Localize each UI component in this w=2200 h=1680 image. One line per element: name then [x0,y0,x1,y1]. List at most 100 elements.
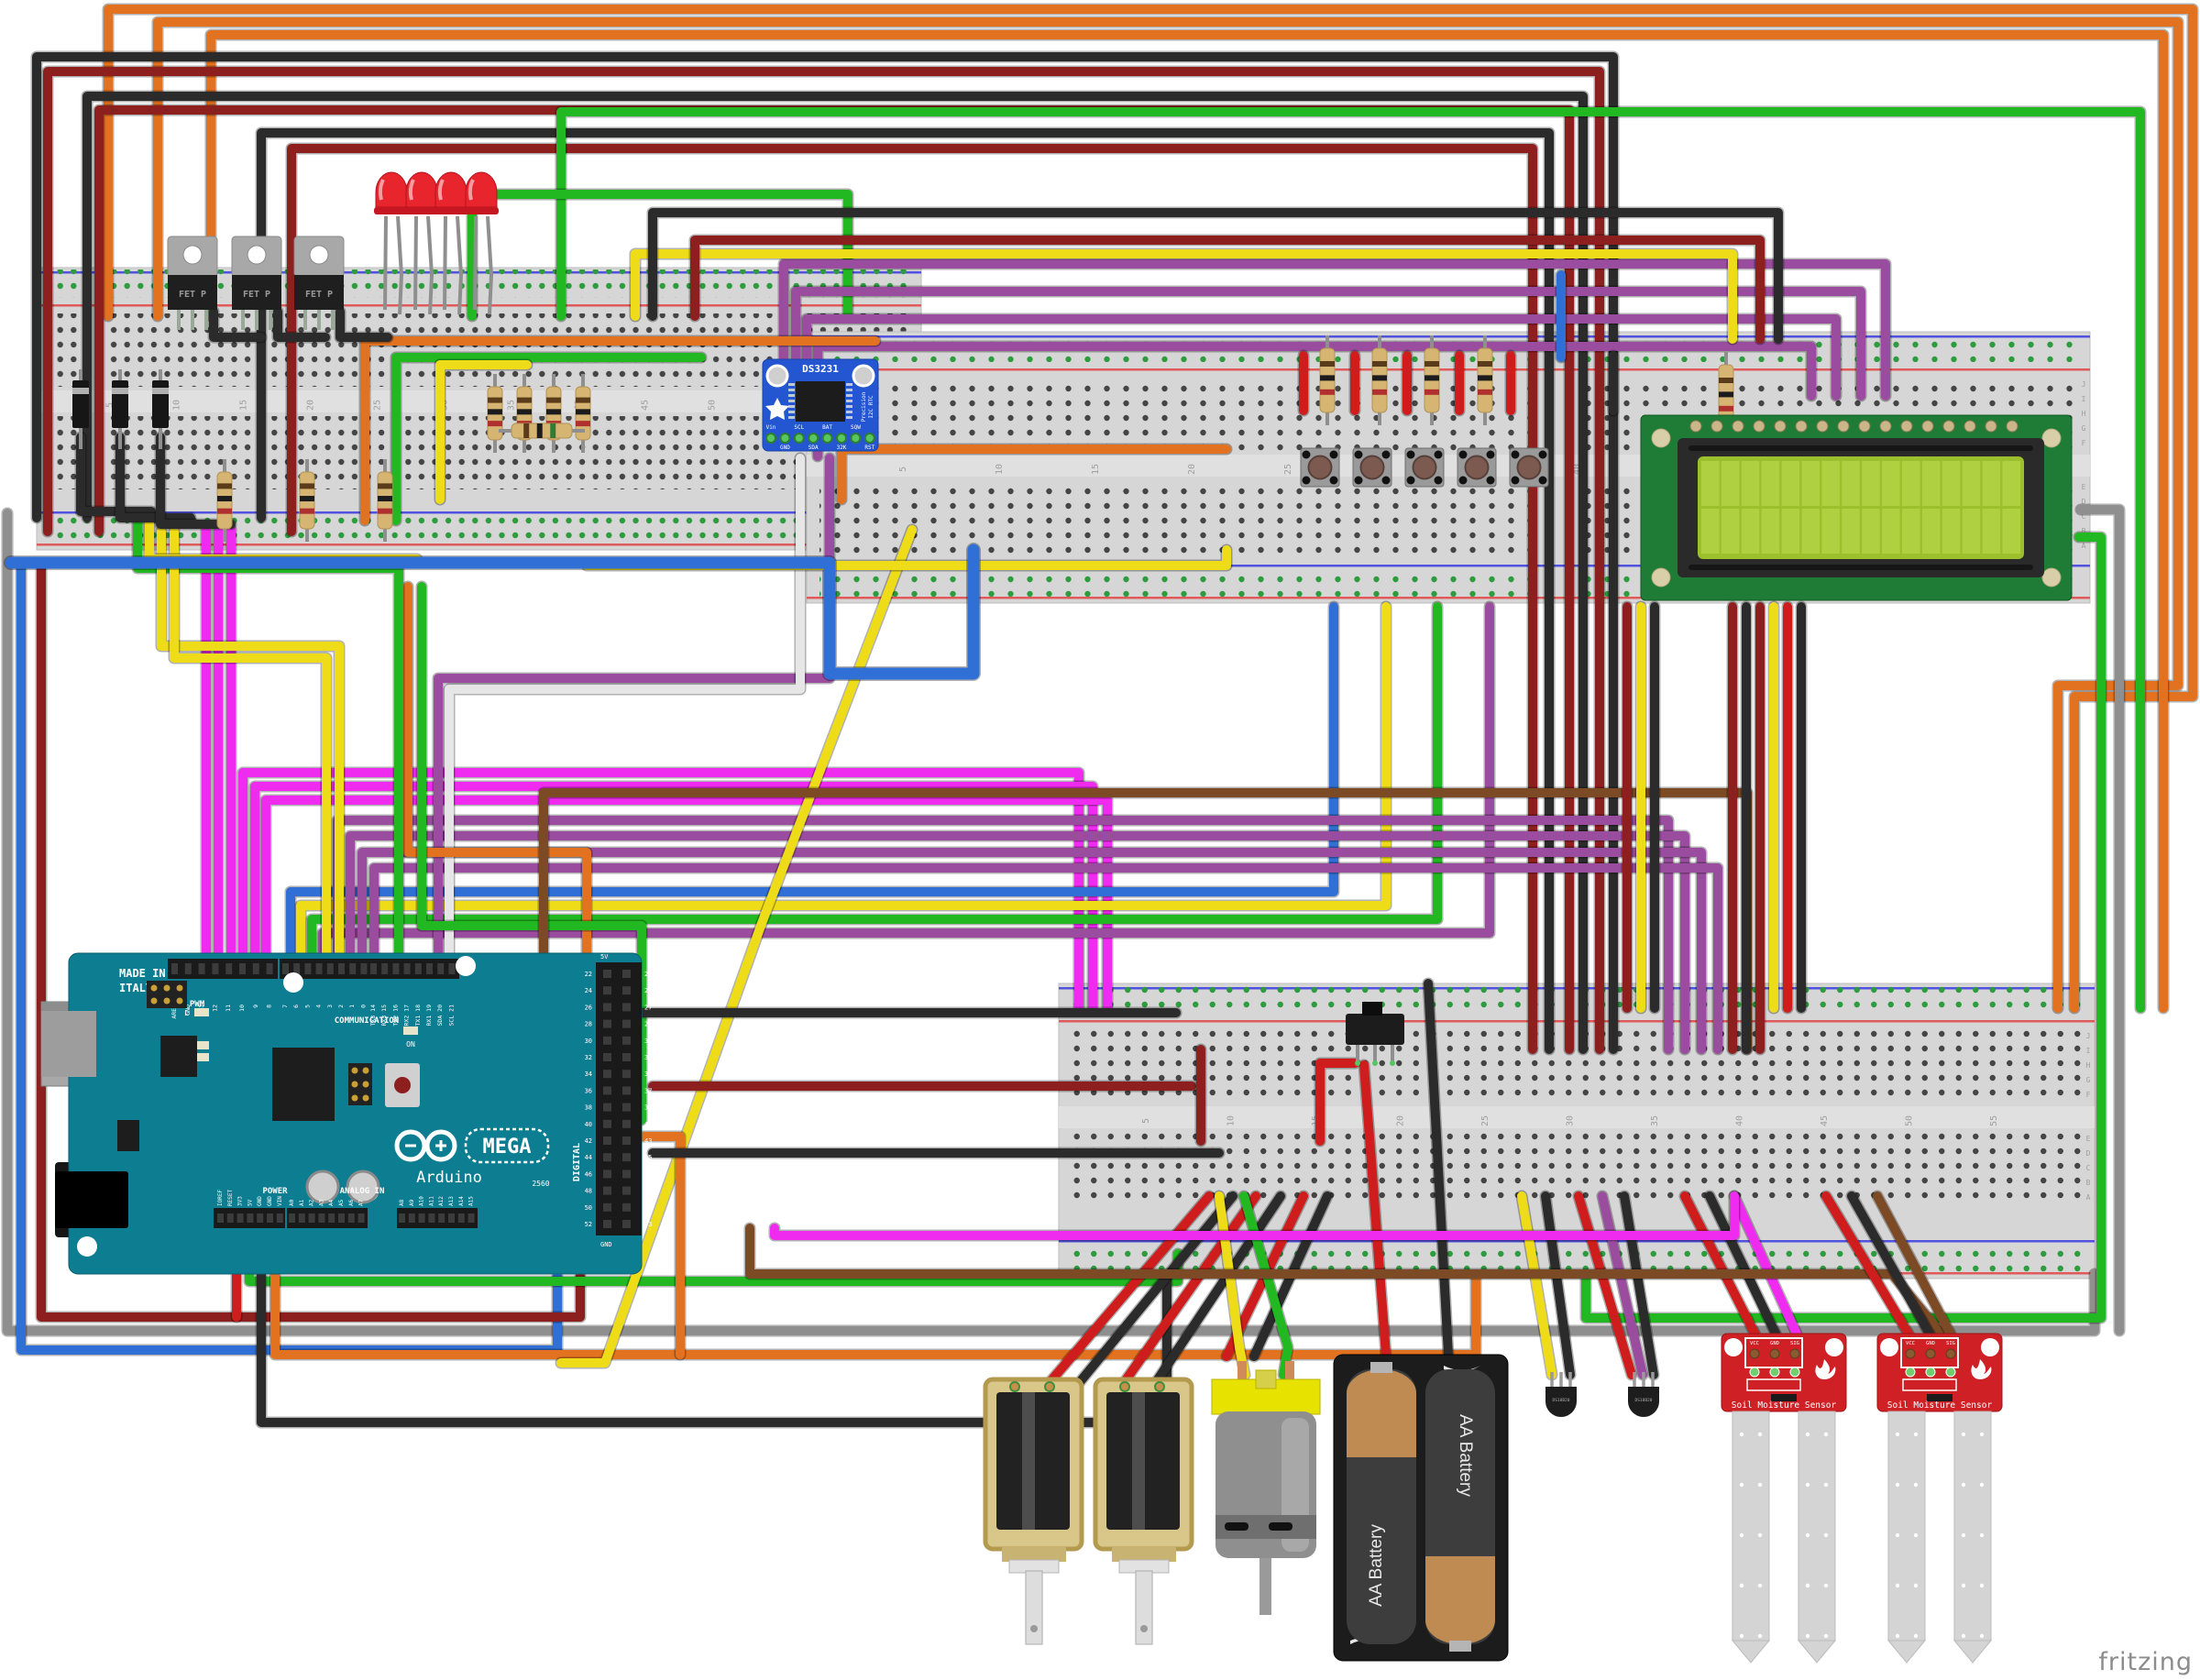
resistor-4[interactable] [487,374,503,453]
motor-1[interactable] [983,1377,1084,1645]
svg-text:GND: GND [257,1196,263,1206]
mosfet-2[interactable]: FET P [231,236,282,330]
temp-sensor-1[interactable]: DS18B20 [1546,1372,1577,1417]
diode-3[interactable] [152,369,169,449]
wire-yellow-27[interactable] [294,600,1392,967]
dc-motor[interactable] [1211,1361,1321,1615]
pushbutton-3[interactable] [1404,447,1445,488]
pushbutton-5[interactable] [1509,447,1549,488]
wire-purple-32[interactable] [356,846,1708,1056]
resistor-3[interactable] [377,459,393,542]
resistor-12[interactable] [1477,335,1493,425]
wire-purple-31[interactable] [344,829,1691,1056]
wire-yellow-73[interactable] [1515,1190,1558,1381]
slide-switch[interactable] [1346,1002,1404,1066]
motor-2[interactable] [1093,1377,1194,1645]
wire-green-17[interactable] [1579,531,2107,1324]
wire-orange-2[interactable] [204,28,2170,1015]
resistor-8[interactable] [499,423,585,439]
wire-black-64[interactable] [1064,1190,1239,1400]
wire-darkred-41[interactable] [688,234,1766,346]
wire-gray-9[interactable] [1,507,2101,1337]
wire-yellow-90[interactable] [434,358,534,506]
wire-blue-26[interactable] [284,600,1340,967]
pushbutton-1[interactable] [1300,447,1340,488]
wire-black-3[interactable] [30,50,1620,1056]
wire-black-14[interactable] [255,1222,1173,1429]
wire-darkred-4[interactable] [41,65,1606,1056]
wire-brown-85[interactable] [1871,1190,1970,1365]
svg-text:5: 5 [303,1005,311,1008]
wire-red-86[interactable] [1314,1057,1361,1147]
wire-magenta-81[interactable] [768,1190,1741,1242]
wire-green-70[interactable] [1238,1190,1294,1381]
svg-text:I: I [2082,395,2086,403]
wire-gray-18[interactable] [2074,503,2126,1337]
wire-black-7[interactable] [255,126,1556,1056]
wire-orange-13[interactable] [269,1222,1482,1361]
pushbutton-4[interactable] [1457,447,1497,488]
temp-sensor-2[interactable]: DS18B20 [1628,1372,1659,1417]
wire-brown-82[interactable] [743,1222,1968,1365]
wire-red-63[interactable] [1034,1190,1216,1400]
wire-black-5[interactable] [81,90,1590,1056]
mosfet-3[interactable]: FET P [293,236,345,330]
wire-green-89[interactable] [390,351,708,527]
wire-black-42[interactable] [646,206,1785,346]
wire-yellow-49[interactable] [168,525,333,967]
wire-black-106[interactable] [114,431,197,524]
lcd-16x2-display[interactable] [1640,414,2073,601]
wire-black-77[interactable] [1618,1190,1660,1381]
wire-red-65[interactable] [1110,1190,1262,1400]
svg-text:40: 40 [1735,1115,1745,1126]
wire-black-107[interactable] [154,431,237,531]
wire-white-39[interactable] [443,452,807,967]
svg-text:GND: GND [267,1196,273,1206]
diode-2[interactable] [112,369,128,449]
svg-text:10: 10 [238,1005,246,1012]
resistor-7[interactable] [575,374,591,453]
wire-yellow-40[interactable] [629,247,1739,346]
wire-black-74[interactable] [1539,1190,1577,1381]
lcd-character-grid [1701,461,2020,554]
wire-darkred-11[interactable] [35,556,587,1323]
wire-black-105[interactable] [74,431,158,518]
led-red-1[interactable] [374,171,409,315]
wire-purple-33[interactable] [368,862,1724,1056]
led-red-3[interactable] [434,171,468,315]
wire-black-66[interactable] [1142,1190,1287,1400]
wire-green-16[interactable] [555,105,2147,1015]
wire-black-84[interactable] [1845,1190,1950,1365]
wire-purple-76[interactable] [1596,1190,1649,1381]
resistor-9[interactable] [1319,335,1336,425]
wire-red-71[interactable] [1358,1059,1392,1361]
wire-green-28[interactable] [305,600,1444,967]
svg-text:J: J [2082,380,2086,389]
svg-text:10: 10 [1226,1115,1237,1126]
wire-red-75[interactable] [1572,1190,1638,1381]
wire-magenta-24[interactable] [248,780,1099,1015]
mosfet-1[interactable]: FET P [167,236,218,330]
led-red-4[interactable] [464,171,499,315]
wire-black-103[interactable] [271,305,332,344]
wire-yellow-48[interactable] [155,525,346,967]
diode-1[interactable] [72,369,89,449]
wire-red-83[interactable] [1820,1190,1930,1365]
led-red-2[interactable] [404,171,439,315]
resistor-1[interactable] [216,459,233,542]
wire-black-102[interactable] [207,305,268,344]
svg-text:5: 5 [1141,1118,1151,1124]
pushbutton-2[interactable] [1352,447,1392,488]
wire-black-104[interactable] [334,305,394,344]
resistor-10[interactable] [1371,335,1388,425]
wire-blue-93[interactable] [4,543,981,681]
resistor-2[interactable] [299,459,315,542]
wire-black-72[interactable] [1422,977,1455,1361]
resistor-11[interactable] [1424,335,1440,425]
